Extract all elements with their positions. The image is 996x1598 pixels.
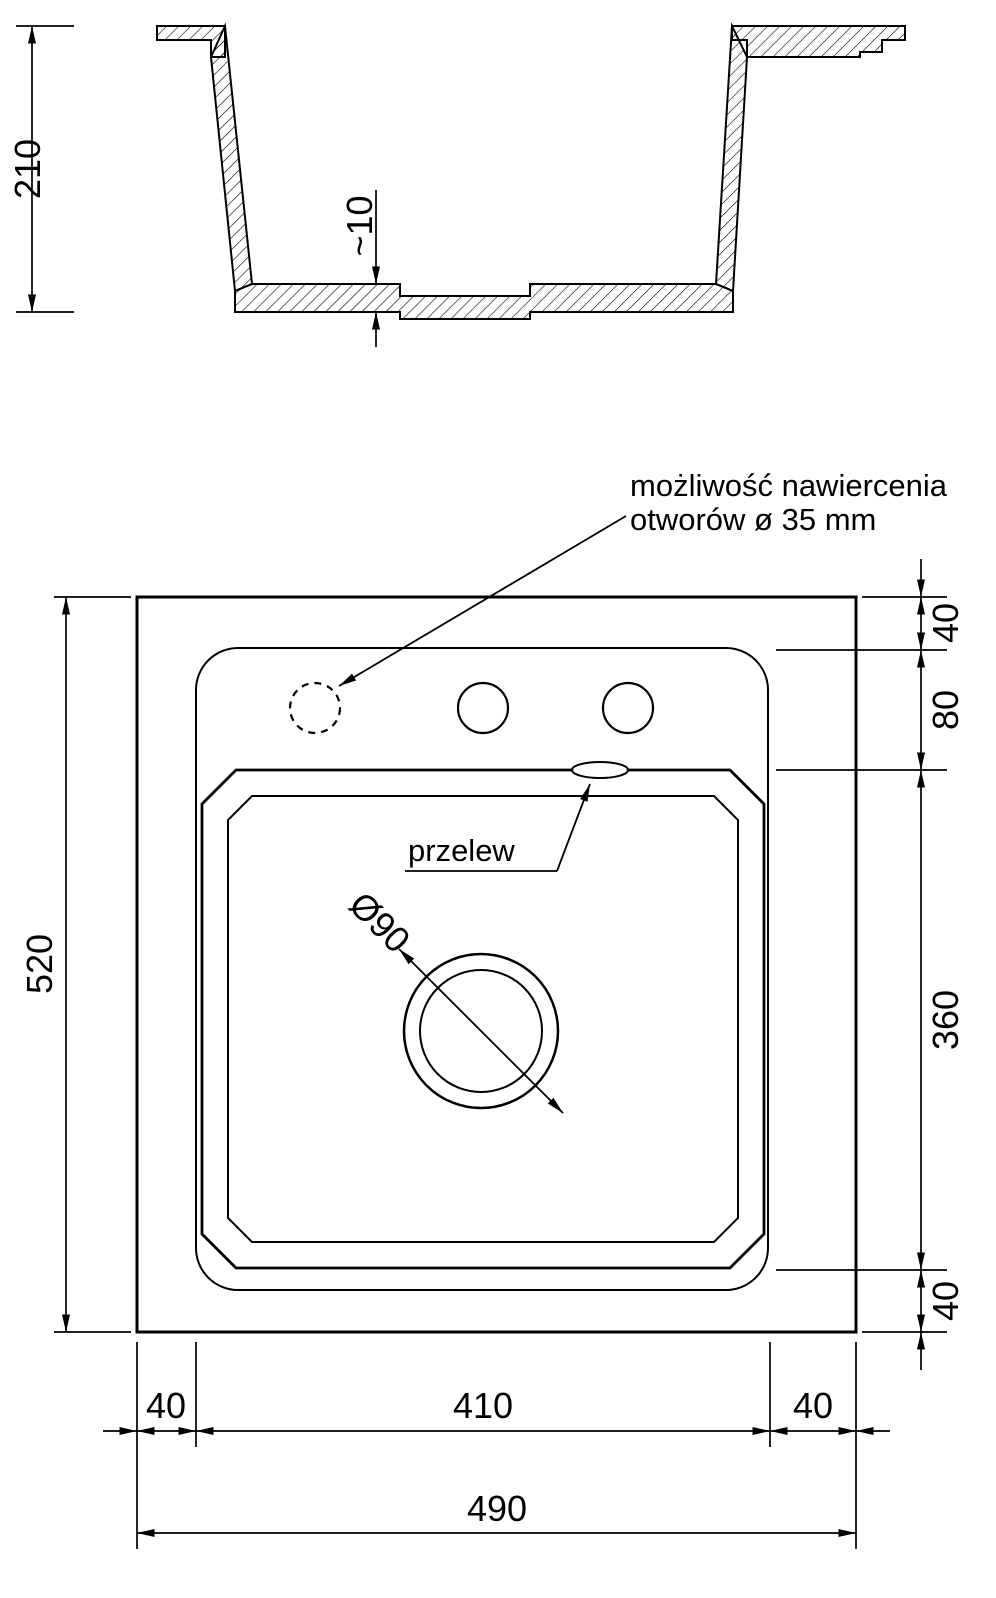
bottom-right-40-label: 40 bbox=[793, 1385, 833, 1426]
overflow-leader bbox=[556, 783, 591, 872]
faucet-hole-optional bbox=[288, 681, 342, 735]
depth-total-label: 520 bbox=[19, 934, 60, 994]
sink-bottom-profile bbox=[234, 283, 734, 320]
drain-diameter-label: Ø90 bbox=[341, 884, 418, 961]
overflow-slot bbox=[571, 761, 629, 779]
bowl-outer-edge bbox=[200, 768, 766, 1270]
bottom-left-40-label: 40 bbox=[146, 1385, 186, 1426]
drill-note-line2: otworów ø 35 mm bbox=[630, 502, 876, 537]
faucet-hole-2 bbox=[601, 681, 655, 735]
annotation-leaders bbox=[338, 515, 627, 1114]
right-360-label: 360 bbox=[925, 990, 966, 1050]
top-view bbox=[135, 595, 858, 1334]
right-bottom-40-label: 40 bbox=[925, 1281, 966, 1321]
drill-note-line1: możliwość nawiercenia bbox=[630, 468, 948, 503]
front-wall-profile bbox=[209, 22, 254, 293]
drain-diameter-line bbox=[398, 948, 564, 1114]
back-wall-profile bbox=[714, 22, 749, 293]
section-height-label: 210 bbox=[7, 139, 48, 199]
cross-section-view bbox=[156, 22, 906, 320]
faucet-hole-1 bbox=[456, 681, 510, 735]
bowl-inner-edge bbox=[227, 795, 739, 1243]
sink-outer-edge bbox=[135, 595, 858, 1334]
bottom-410-label: 410 bbox=[453, 1385, 513, 1426]
right-top-40-label: 40 bbox=[925, 603, 966, 643]
back-deck-profile bbox=[731, 25, 906, 58]
section-thickness-label: ~10 bbox=[339, 195, 380, 256]
overflow-label: przelew bbox=[408, 833, 515, 868]
right-80-label: 80 bbox=[925, 690, 966, 730]
plan-dimensions bbox=[54, 559, 947, 1549]
width-total-label: 490 bbox=[467, 1488, 527, 1529]
sink-rim bbox=[195, 647, 769, 1291]
drill-note-leader bbox=[338, 515, 627, 687]
section-dimensions bbox=[16, 25, 380, 347]
